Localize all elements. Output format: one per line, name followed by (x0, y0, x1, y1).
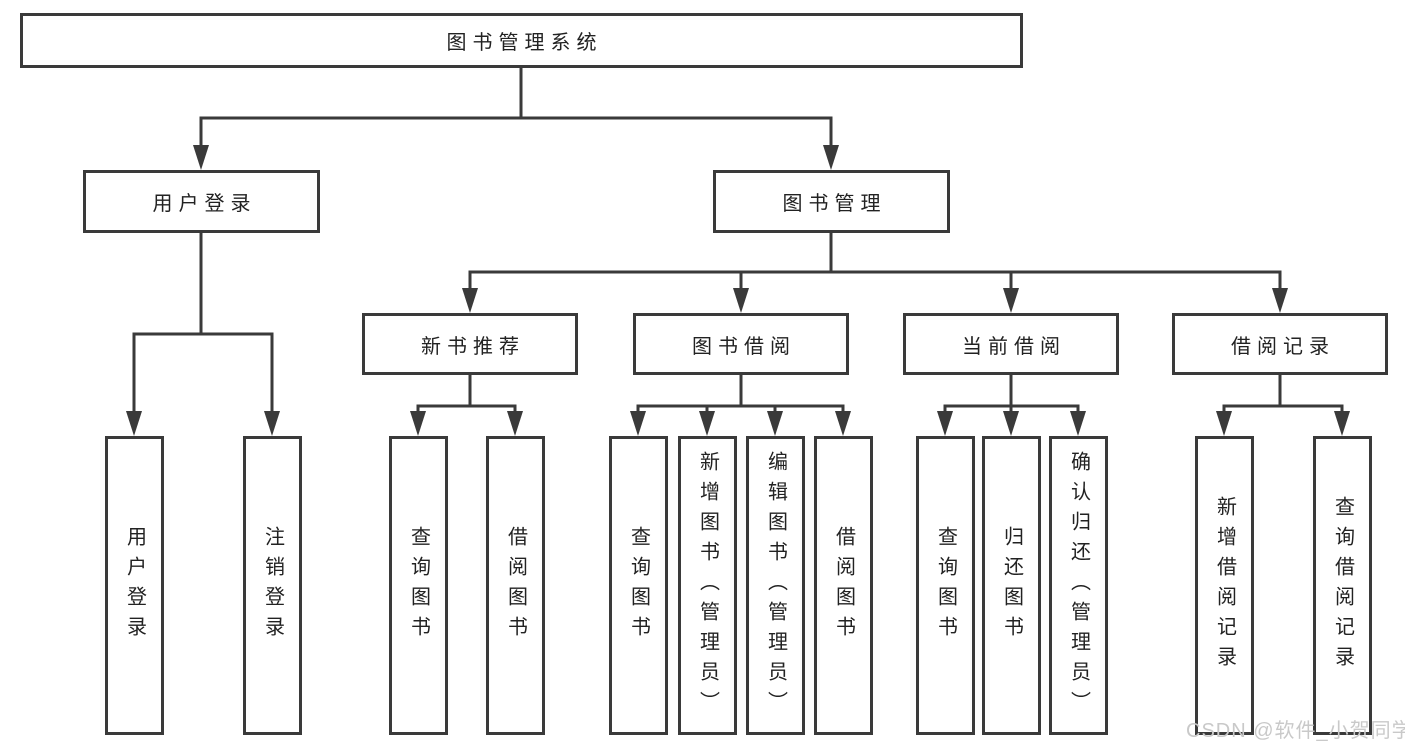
arrowhead-icon (699, 411, 715, 436)
leaf-label: 用户登录 (123, 525, 146, 646)
leaf-label: 归还图书 (1000, 525, 1023, 646)
node-new-book-recommend: 新书推荐 (362, 313, 578, 375)
node-label: 新书推荐 (421, 335, 525, 358)
arrowhead-icon (823, 145, 839, 170)
leaf-query-books: 查询图书 (916, 436, 975, 735)
leaf-label: 编辑图书（管理员） (764, 450, 787, 721)
node-borrowing-records: 借阅记录 (1172, 313, 1388, 375)
node-label: 图书管理系统 (446, 32, 603, 54)
leaf-query-books: 查询图书 (609, 436, 668, 735)
leaf-add-borrow-record: 新增借阅记录 (1195, 436, 1254, 735)
node-library-system: 图书管理系统 (20, 13, 1023, 68)
connector-userlogin-split (132, 332, 274, 414)
arrowhead-icon (1272, 288, 1288, 313)
leaf-borrow-books: 借阅图书 (814, 436, 873, 735)
node-label: 当前借阅 (962, 335, 1066, 358)
leaf-return-book: 归还图书 (982, 436, 1041, 735)
arrowhead-icon (937, 411, 953, 436)
node-label: 图书借阅 (692, 335, 796, 358)
csdn-watermark: CSDN @软件_小贺同学 (1186, 720, 1405, 742)
node-label: 图书管理 (782, 193, 887, 215)
leaf-borrow-books: 借阅图书 (486, 436, 545, 735)
leaf-label: 查询图书 (934, 525, 957, 646)
leaf-add-book-admin: 新增图书（管理员） (678, 436, 737, 735)
arrowhead-icon (1003, 288, 1019, 313)
leaf-query-books: 查询图书 (389, 436, 448, 735)
arrowhead-icon (410, 411, 426, 436)
leaf-label: 借阅图书 (504, 525, 527, 646)
arrowhead-icon (630, 411, 646, 436)
arrowhead-icon (1070, 411, 1086, 436)
leaf-user-login: 用户登录 (105, 436, 164, 735)
node-label: 借阅记录 (1231, 335, 1335, 358)
arrowhead-icon (767, 411, 783, 436)
arrowhead-icon (1334, 411, 1350, 436)
arrowhead-icon (1216, 411, 1232, 436)
leaf-logout: 注销登录 (243, 436, 302, 735)
arrowhead-icon (835, 411, 851, 436)
leaf-query-borrow-record: 查询借阅记录 (1313, 436, 1372, 735)
leaf-label: 借阅图书 (832, 525, 855, 646)
leaf-label: 新增图书（管理员） (696, 450, 719, 721)
connector-level2-split (199, 116, 833, 148)
connector-level3-split (468, 270, 1282, 291)
leaf-label: 查询借阅记录 (1331, 495, 1354, 676)
leaf-edit-book-admin: 编辑图书（管理员） (746, 436, 805, 735)
leaf-label: 新增借阅记录 (1213, 495, 1236, 676)
arrowhead-icon (733, 288, 749, 313)
node-current-borrowing: 当前借阅 (903, 313, 1119, 375)
node-book-borrowing: 图书借阅 (633, 313, 849, 375)
leaf-label: 查询图书 (627, 525, 650, 646)
leaf-confirm-return-admin: 确认归还（管理员） (1049, 436, 1108, 735)
leaf-label: 确认归还（管理员） (1067, 450, 1090, 721)
arrowhead-icon (126, 411, 142, 436)
node-book-management: 图书管理 (713, 170, 950, 233)
node-user-login: 用户登录 (83, 170, 320, 233)
arrowhead-icon (1003, 411, 1019, 436)
leaf-label: 注销登录 (261, 525, 284, 646)
node-label: 用户登录 (152, 193, 257, 215)
arrowhead-icon (193, 145, 209, 170)
arrowhead-icon (507, 411, 523, 436)
arrowhead-icon (264, 411, 280, 436)
arrowhead-icon (462, 288, 478, 313)
leaf-label: 查询图书 (407, 525, 430, 646)
